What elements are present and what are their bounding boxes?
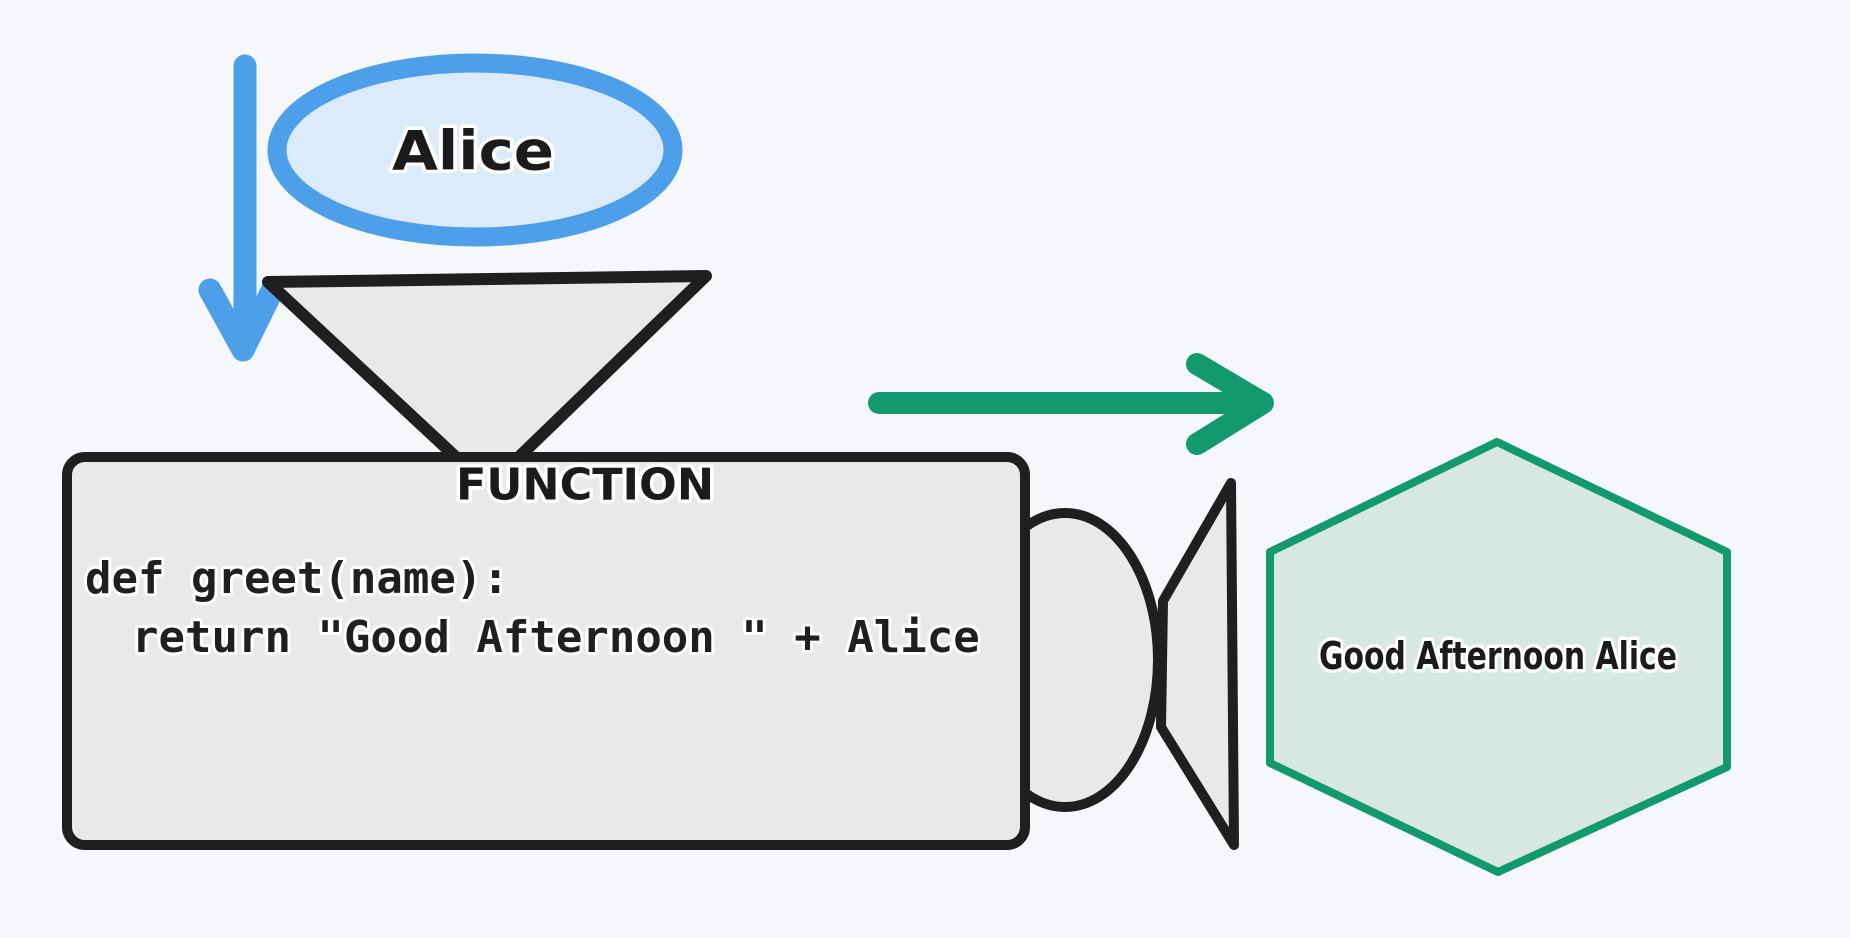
funnel-shape bbox=[262, 270, 712, 493]
output-hexagon bbox=[1266, 438, 1731, 876]
code-line-1: def greet(name): bbox=[85, 553, 509, 604]
input-label: Alice bbox=[392, 120, 554, 183]
input-arrow-down-icon bbox=[198, 54, 285, 362]
output-arrow-right-icon bbox=[868, 353, 1274, 455]
output-label: Good Afternoon Alice bbox=[1319, 634, 1677, 678]
function-box-title: FUNCTION bbox=[456, 460, 714, 511]
megaphone-cone-shape bbox=[1156, 478, 1239, 850]
input-ellipse bbox=[267, 53, 683, 247]
code-line-2: return "Good Afternoon " + Alice bbox=[132, 612, 980, 663]
function-box bbox=[62, 452, 1030, 850]
